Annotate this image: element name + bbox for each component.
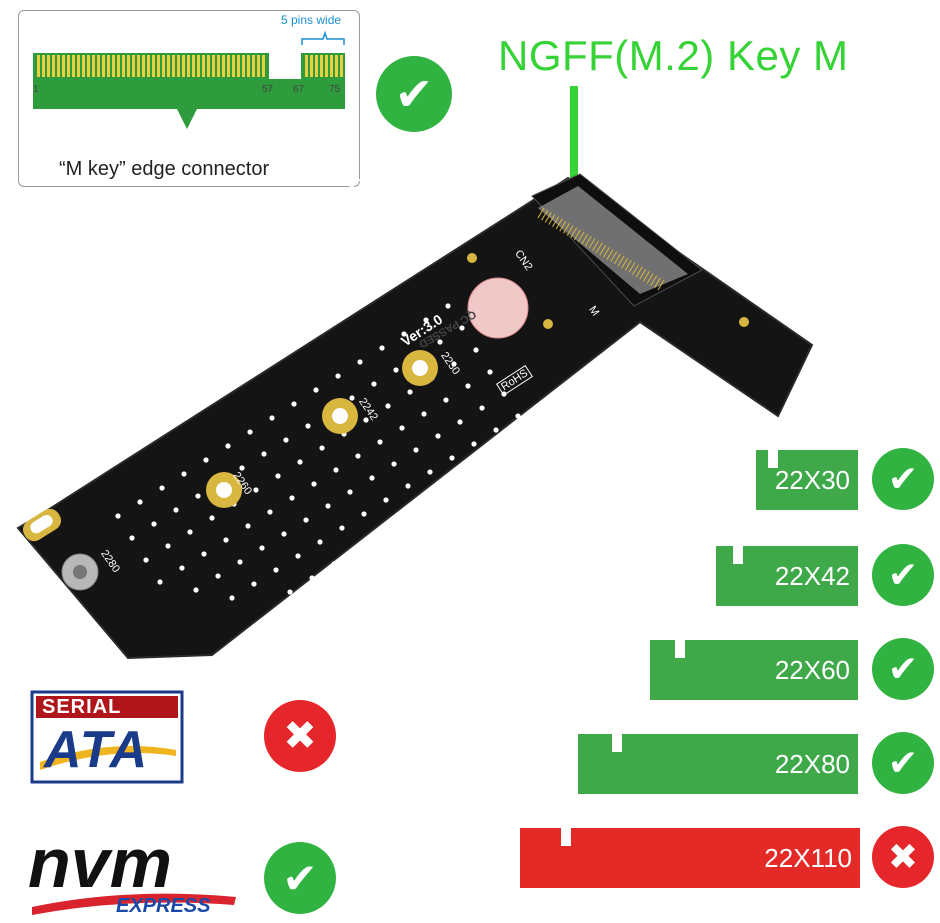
size-card-label: 22X110 xyxy=(764,842,852,873)
size-card-22x110: 22X110 xyxy=(520,828,860,888)
edge-connector-diagram: 5 pins wide 1 57 67 75 “M key” edge conn… xyxy=(18,10,360,187)
edge-connector-icon xyxy=(33,30,345,129)
sata-logo-top: SERIAL xyxy=(42,696,122,718)
sata-logo: SERIAL ATA xyxy=(30,690,184,784)
size-card-22x80: 22X80 xyxy=(578,734,858,794)
check-circle-icon: ✔ xyxy=(376,56,452,132)
pin-label-75: 75 xyxy=(329,84,341,95)
card-notch xyxy=(561,828,571,846)
adapter-board xyxy=(16,173,814,660)
check-circle-icon: ✔ xyxy=(872,544,934,606)
card-notch xyxy=(675,640,685,658)
pins-wide-label: 5 pins wide xyxy=(281,13,342,27)
size-card-label: 22X60 xyxy=(774,654,850,685)
card-notch xyxy=(612,734,622,752)
nvme-swoosh-icon xyxy=(32,893,236,915)
check-circle-icon: ✔ xyxy=(872,638,934,700)
card-notch xyxy=(733,546,743,564)
x-circle-icon: ✖ xyxy=(872,826,934,888)
pin-label-57: 57 xyxy=(262,84,274,95)
nvme-logo-main: nvm xyxy=(28,824,172,902)
nvme-logo: nvm EXPRESS xyxy=(24,824,236,921)
sata-logo-main: ATA xyxy=(44,721,150,779)
check-circle-icon: ✔ xyxy=(872,448,934,510)
nvme-logo-sub: EXPRESS xyxy=(116,895,211,917)
check-circle-icon: ✔ xyxy=(872,732,934,794)
size-card-22x42: 22X42 xyxy=(716,546,858,606)
sata-logo-icon xyxy=(30,690,184,784)
title-pointer-line xyxy=(570,86,578,184)
size-card-label: 22X42 xyxy=(774,560,850,591)
adapter-title: NGFF(M.2) Key M xyxy=(498,32,849,79)
x-circle-icon: ✖ xyxy=(264,700,336,772)
card-notch xyxy=(768,450,778,468)
pin-label-67: 67 xyxy=(293,84,305,95)
check-circle-icon: ✔ xyxy=(264,842,336,914)
size-card-22x60: 22X60 xyxy=(650,640,858,700)
size-card-22x30: 22X30 xyxy=(756,450,858,510)
connector-caption: “M key” edge connector xyxy=(59,158,270,180)
pin-label-1: 1 xyxy=(33,84,39,95)
size-card-label: 22X80 xyxy=(774,748,850,779)
size-card-label: 22X30 xyxy=(774,464,850,495)
m2-slot-connector xyxy=(538,186,688,294)
